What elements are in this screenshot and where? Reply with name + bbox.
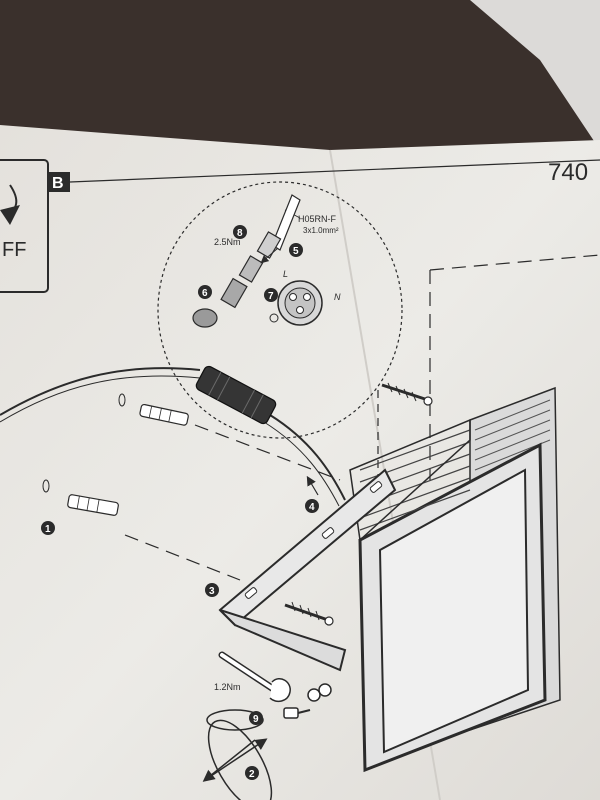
floodlight [349, 386, 561, 773]
section-letter: B [52, 175, 64, 192]
detail-callout [157, 181, 403, 439]
inline-connector [195, 365, 277, 425]
screw-upper [381, 382, 433, 406]
step-1-badge [41, 521, 55, 535]
step-3-badge [205, 583, 219, 597]
step-1-label: 1 [45, 524, 51, 535]
step-7-badge [264, 288, 278, 302]
cable-size-label: 3x1.0mm² [303, 226, 339, 235]
power-cable-right [269, 414, 346, 501]
washer-icon [318, 683, 332, 697]
cable-type-label: H05RN-F [298, 214, 337, 224]
step-9-label: 9 [253, 714, 259, 725]
step-6-badge [198, 285, 212, 299]
rotation-arrow-icon [206, 709, 264, 731]
background-paper [470, 0, 600, 150]
terminal-neutral-label: N [334, 292, 341, 302]
connector-torque-label: 2.5Nm [214, 237, 241, 247]
header-rule [69, 159, 600, 183]
power-cable-left [0, 367, 201, 416]
step-3-label: 3 [209, 586, 215, 597]
terminal-live-label: L [283, 269, 288, 279]
step-2-label: 2 [249, 769, 255, 780]
bracket-torque-label: 1.2Nm [214, 682, 241, 692]
terminal-screw-icon [296, 306, 304, 314]
step-5-arrow-icon [260, 247, 279, 264]
step-7-label: 7 [268, 291, 274, 302]
step-4-label: 4 [309, 502, 315, 513]
tilt-arrow-back-icon [202, 739, 256, 782]
power-cable-left-edge [0, 375, 201, 423]
earth-icon [269, 313, 279, 323]
drill-hole-lower [42, 479, 50, 493]
screw-lower [284, 601, 334, 626]
wall-plug-lower [67, 494, 119, 516]
terminal-block [277, 280, 323, 326]
washer-icon [307, 688, 321, 702]
terminal-screw-icon [289, 293, 297, 301]
step-8-badge [233, 225, 247, 239]
step-8-label: 8 [237, 228, 243, 239]
arrow-head-icon [0, 205, 20, 225]
cable-end [271, 194, 301, 251]
connector-gland [192, 231, 282, 328]
heatsink-fins [359, 429, 471, 531]
mounting-bracket [218, 468, 397, 672]
page-number: 740 [548, 159, 588, 186]
off-label: FF [2, 239, 26, 261]
section-badge: B [48, 172, 70, 192]
step-4-arrow-icon [306, 475, 319, 496]
tilt-rotation-icon [207, 719, 273, 800]
step-9-badge [249, 711, 263, 725]
step-5-badge [289, 243, 303, 257]
step-4-badge [305, 499, 319, 513]
drill-hole-upper [118, 393, 126, 407]
step-6-label: 6 [202, 288, 208, 299]
floodlight-lens [378, 468, 530, 754]
alignment-line-upper [194, 424, 341, 481]
power-cable-right-edge [263, 421, 340, 507]
wall-plug-upper [139, 403, 189, 426]
terminal-screw-icon [303, 293, 311, 301]
step-2-badge [245, 766, 259, 780]
off-switch-panel: FF [0, 159, 49, 293]
alignment-line-top [429, 254, 600, 271]
wrench-icon [218, 651, 291, 703]
step-5-label: 5 [293, 246, 299, 257]
bolt-icon [283, 707, 311, 719]
